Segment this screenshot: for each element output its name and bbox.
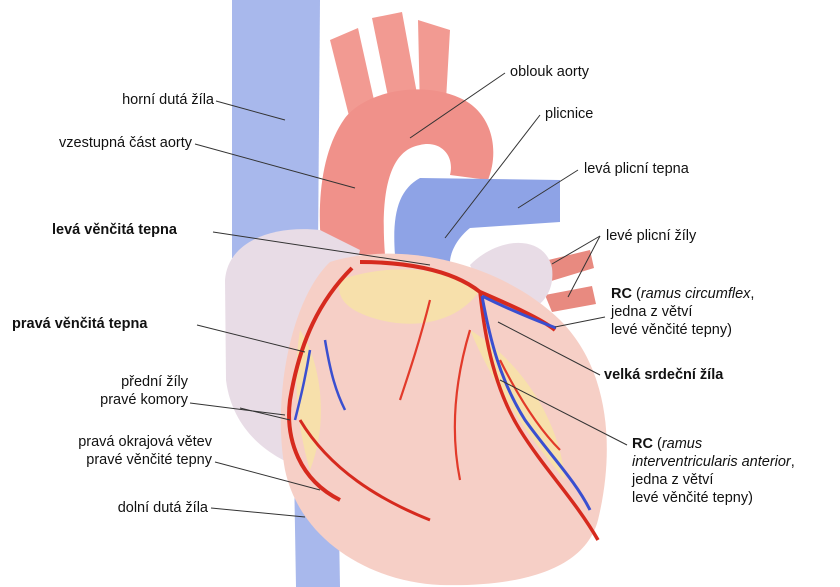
label-pulmonary-trunk: plicnice <box>545 106 593 123</box>
label-right-coronary-artery: pravá věnčitá tepna <box>12 316 147 333</box>
rc-lad-name-2: interventricularis anterior <box>632 454 791 470</box>
label-rc-circumflex-line1: RC (ramus circumflex, <box>611 286 754 303</box>
paren-open-2: ( <box>653 436 662 452</box>
label-ascending-aorta: vzestupná část aorty <box>10 135 192 152</box>
label-superior-vena-cava: horní dutá žíla <box>60 92 214 109</box>
label-marginal-line2: pravé věnčité tepny <box>10 452 212 469</box>
rc-lad-abbr: RC <box>632 436 653 452</box>
label-rc-lad-line4: levé věnčité tepny) <box>632 490 753 507</box>
label-rc-lad-line2: interventricularis anterior, <box>632 454 795 471</box>
label-great-cardiac-vein: velká srdeční žíla <box>604 367 723 384</box>
label-rc-circumflex-line2: jedna z větví <box>611 304 692 321</box>
rc-abbr: RC <box>611 286 632 302</box>
label-aortic-arch: oblouk aorty <box>510 64 589 81</box>
comma: , <box>750 286 754 302</box>
rc-circumflex-name: ramus circumflex <box>641 286 751 302</box>
label-left-coronary-artery: levá věnčitá tepna <box>52 222 177 239</box>
label-rc-lad-line3: jedna z větví <box>632 472 713 489</box>
comma-2: , <box>791 454 795 470</box>
superior-vena-cava <box>232 0 320 258</box>
label-marginal-line1: pravá okrajová větev <box>10 434 212 451</box>
label-left-pulmonary-veins: levé plicní žíly <box>606 228 696 245</box>
label-anterior-veins-line2: pravé komory <box>40 392 188 409</box>
rc-lad-name-1: ramus <box>662 436 702 452</box>
label-rc-lad-line1: RC (ramus <box>632 436 702 453</box>
label-rc-circumflex-line3: levé věnčité tepny) <box>611 322 732 339</box>
label-anterior-veins-line1: přední žíly <box>40 374 188 391</box>
paren-open: ( <box>632 286 641 302</box>
label-inferior-vena-cava: dolní dutá žíla <box>40 500 208 517</box>
label-left-pulmonary-artery: levá plicní tepna <box>584 161 689 178</box>
